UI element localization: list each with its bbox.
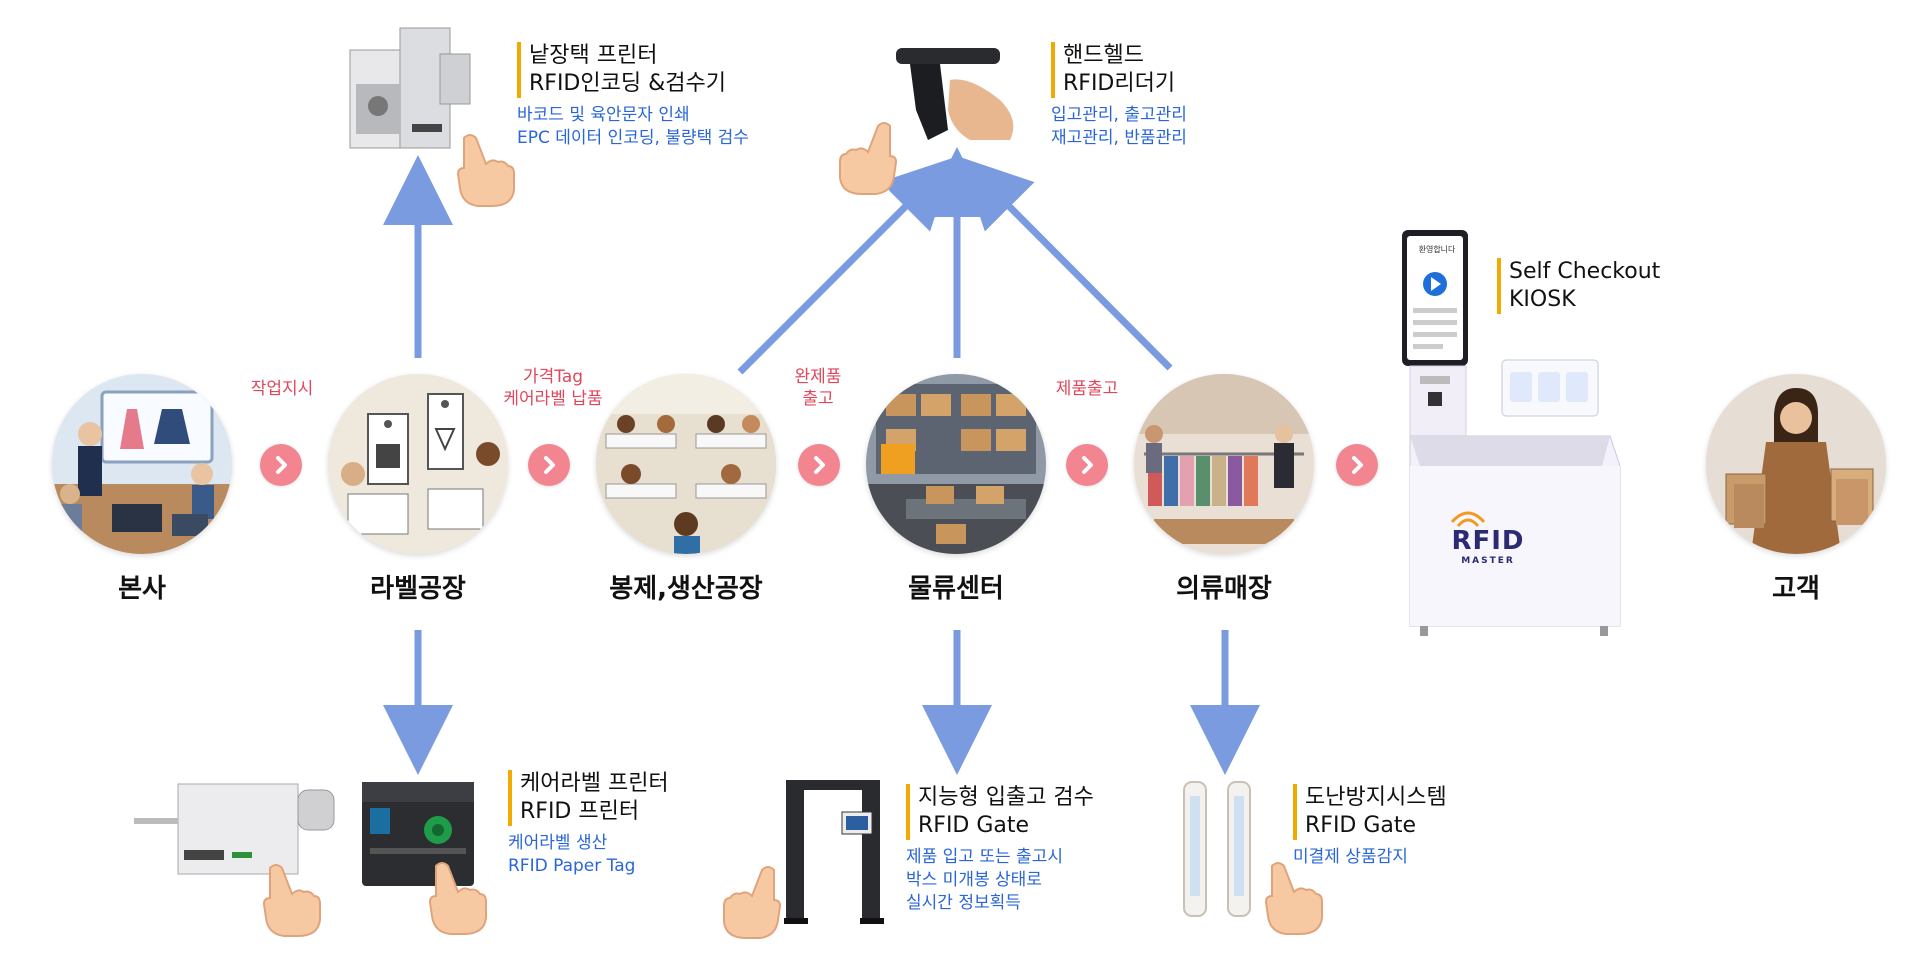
care-printer-title-2: RFID 프린터 <box>520 799 640 824</box>
customer-illustration <box>1706 374 1886 554</box>
label-factory-illustration <box>328 374 508 554</box>
handheld-desc-1: 입고관리, 출고관리 <box>1051 105 1187 125</box>
pointing-hand-icon <box>722 860 786 944</box>
hq-illustration <box>52 374 232 554</box>
kiosk-logo-main: RFID <box>1451 526 1525 556</box>
handheld-title-2: RFID리더기 <box>1063 71 1176 96</box>
tag-printer-desc-2: EPC 데이터 인코딩, 불량택 검수 <box>517 128 749 148</box>
gate-store-info: 도난방지시스템 RFID Gate 미결제 상품감지 <box>1293 784 1447 869</box>
handheld-info: 핸드헬드 RFID리더기 입고관리, 출고관리 재고관리, 반품관리 <box>1051 42 1187 150</box>
stage-name-logistics-center: 물류센터 <box>908 574 1004 604</box>
handheld-desc: 입고관리, 출고관리 재고관리, 반품관리 <box>1051 104 1187 150</box>
gate-store-title-2: RFID Gate <box>1305 813 1417 838</box>
pointing-hand-icon <box>424 856 488 940</box>
gate-store-desc: 미결제 상품감지 <box>1293 846 1447 869</box>
care-printer-desc: 케어라벨 생산 RFID Paper Tag <box>508 832 669 878</box>
kiosk-title-2: KIOSK <box>1509 287 1576 312</box>
pointing-hand-icon <box>452 128 516 212</box>
gate-logistics-info: 지능형 입출고 검수 RFID Gate 제품 입고 또는 출고시 박스 미개봉… <box>906 784 1094 915</box>
arrow-store-to-handheld <box>960 157 1173 371</box>
label-printer-icon <box>124 770 344 890</box>
gate-store-title-1: 도난방지시스템 <box>1305 785 1447 810</box>
stage-name-hq: 본사 <box>118 574 166 604</box>
tag-printer-desc-1: 바코드 및 육안문자 인쇄 <box>517 105 690 125</box>
tag-printer-info: 낱장택 프린터 RFID인코딩 &검수기 바코드 및 육안문자 인쇄 EPC 데… <box>517 42 749 150</box>
gate-store-desc-1: 미결제 상품감지 <box>1293 847 1408 867</box>
tag-printer-title-1: 낱장택 프린터 <box>529 43 658 68</box>
gate-logistics-desc-3: 실시간 정보획득 <box>906 893 1021 913</box>
sewing-factory-illustration <box>596 374 776 554</box>
rfid-printer-icon <box>358 778 478 893</box>
pointing-hand-icon <box>258 858 322 942</box>
chevron-right-icon <box>798 444 840 486</box>
stage-name-clothing-store: 의류매장 <box>1176 574 1272 604</box>
care-printer-desc-1: 케어라벨 생산 <box>508 833 608 853</box>
handheld-reader-icon <box>890 40 1030 150</box>
gate-logistics-desc-1: 제품 입고 또는 출고시 <box>906 847 1063 867</box>
pointing-hand-icon <box>838 116 902 200</box>
rfid-gate-icon <box>782 770 892 930</box>
flow-label-line2: 케어라벨 납품 <box>503 389 603 409</box>
flow-label-product-shipment: 제품출고 <box>1055 379 1119 399</box>
logistics-center-illustration <box>866 374 1046 554</box>
flow-label-line1: 가격Tag <box>522 367 584 387</box>
care-printer-title-1: 케어라벨 프린터 <box>520 771 669 796</box>
kiosk-screen-text: 환영합니다 <box>1418 245 1456 254</box>
flow-label-finished-goods: 완제품 출고 <box>768 366 868 410</box>
kiosk-info: Self Checkout KIOSK <box>1497 258 1660 314</box>
care-printer-info: 케어라벨 프린터 RFID 프린터 케어라벨 생산 RFID Paper Tag <box>508 770 669 878</box>
flow-label-line1: 완제품 <box>794 367 842 387</box>
tag-printer-machine-icon <box>340 24 480 154</box>
chevron-right-icon <box>260 444 302 486</box>
flow-label-work-order: 작업지시 <box>250 379 314 399</box>
clothing-store-illustration <box>1134 374 1314 554</box>
chevron-right-icon <box>1066 444 1108 486</box>
gate-logistics-desc: 제품 입고 또는 출고시 박스 미개봉 상태로 실시간 정보획득 <box>906 846 1094 915</box>
chevron-right-icon <box>1336 444 1378 486</box>
stage-name-label-factory: 라벨공장 <box>370 574 466 604</box>
gate-logistics-desc-2: 박스 미개봉 상태로 <box>906 870 1042 890</box>
care-printer-desc-2: RFID Paper Tag <box>508 856 636 876</box>
kiosk-logo-sub: MASTER <box>1461 556 1515 566</box>
arrow-sewing-to-handheld <box>737 157 955 375</box>
flow-label-tag-delivery: 가격Tag 케어라벨 납품 <box>488 366 618 410</box>
flow-label-line2: 출고 <box>802 389 834 409</box>
gate-logistics-title-1: 지능형 입출고 검수 <box>918 785 1094 810</box>
kiosk-title-1: Self Checkout <box>1509 259 1661 284</box>
chevron-right-icon <box>528 444 570 486</box>
gate-logistics-title-2: RFID Gate <box>918 813 1030 838</box>
anti-theft-gate-icon <box>1170 776 1270 926</box>
pointing-hand-icon <box>1260 856 1324 940</box>
stage-name-customer: 고객 <box>1772 574 1820 604</box>
tag-printer-title-2: RFID인코딩 &검수기 <box>529 71 726 96</box>
stage-name-sewing-factory: 봉제,생산공장 <box>609 574 763 604</box>
handheld-desc-2: 재고관리, 반품관리 <box>1051 128 1187 148</box>
tag-printer-desc: 바코드 및 육안문자 인쇄 EPC 데이터 인코딩, 불량택 검수 <box>517 104 749 150</box>
kiosk-icon <box>1380 226 1640 666</box>
handheld-title-1: 핸드헬드 <box>1063 43 1144 68</box>
